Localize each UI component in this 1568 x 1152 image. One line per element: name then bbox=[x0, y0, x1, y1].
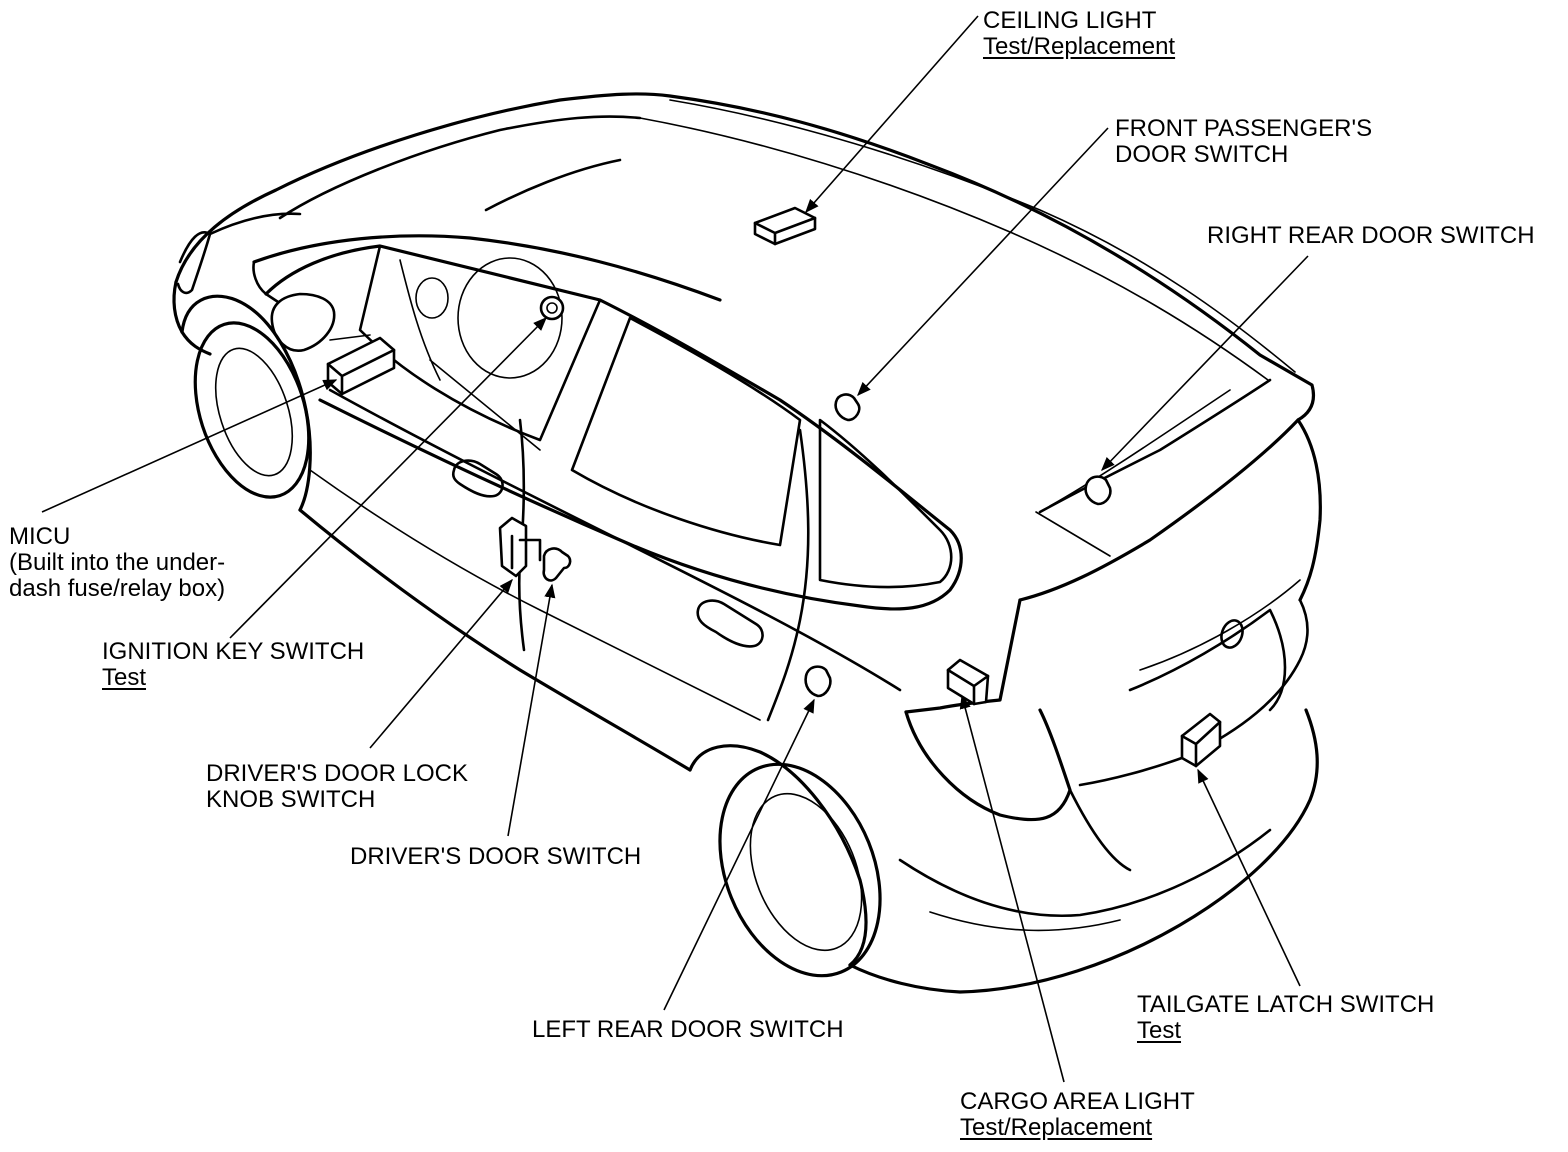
ceiling-light-test-replacement-link[interactable]: Test/Replacement bbox=[983, 33, 1176, 60]
cargo-area-light-label: CARGO AREA LIGHT bbox=[960, 1088, 1195, 1115]
ignition-key-switch-label: IGNITION KEY SWITCH bbox=[102, 638, 365, 665]
cargo-area-light-part bbox=[946, 658, 990, 706]
leader-front-passenger-door-switch bbox=[857, 127, 1109, 397]
leader-ceiling-light bbox=[805, 15, 979, 214]
tailgate-latch-switch-test-link[interactable]: Test bbox=[1137, 1017, 1182, 1044]
left-rear-door-switch-callout: LEFT REAR DOOR SWITCH bbox=[532, 1017, 844, 1043]
leader-right-rear-door-switch bbox=[1101, 255, 1309, 472]
leader-left-rear-door-switch bbox=[663, 698, 815, 1011]
front-passenger-door-switch-label-line1: FRONT PASSENGER'S bbox=[1115, 115, 1373, 142]
micu-fuse-relay-box-part bbox=[326, 336, 396, 396]
front-passenger-door-switch-callout: FRONT PASSENGER'S DOOR SWITCH bbox=[1115, 116, 1372, 168]
ignition-key-switch-callout: IGNITION KEY SWITCH Test bbox=[102, 639, 364, 691]
leader-tailgate-latch-switch bbox=[1197, 768, 1301, 987]
tailgate-latch-switch-callout: TAILGATE LATCH SWITCH Test bbox=[1137, 992, 1434, 1044]
car-body-outline bbox=[172, 92, 1322, 994]
drivers-door-lock-knob-switch-part bbox=[498, 516, 542, 578]
right-rear-door-switch-callout: RIGHT REAR DOOR SWITCH bbox=[1207, 223, 1535, 249]
leader-ignition-key-switch bbox=[229, 317, 547, 639]
leader-drivers-door-switch bbox=[507, 583, 556, 837]
leader-drivers-door-lock-knob-switch bbox=[369, 578, 513, 749]
right-rear-door-switch-part bbox=[1084, 475, 1112, 506]
left-rear-door-switch-part bbox=[804, 665, 832, 698]
micu-callout: MICU (Built into the under- dash fuse/re… bbox=[9, 524, 225, 602]
front-passenger-door-switch-part bbox=[834, 393, 861, 422]
leader-lines bbox=[41, 15, 1309, 1083]
left-rear-door-switch-label: LEFT REAR DOOR SWITCH bbox=[532, 1016, 844, 1043]
leader-cargo-area-light bbox=[959, 694, 1065, 1083]
micu-description-line2: dash fuse/relay box) bbox=[9, 575, 226, 602]
micu-label: MICU bbox=[9, 523, 71, 550]
drivers-door-switch-label: DRIVER'S DOOR SWITCH bbox=[350, 843, 642, 870]
right-rear-door-switch-label: RIGHT REAR DOOR SWITCH bbox=[1207, 222, 1535, 249]
tailgate-latch-switch-label: TAILGATE LATCH SWITCH bbox=[1137, 991, 1435, 1018]
leader-micu bbox=[41, 379, 338, 513]
front-passenger-door-switch-label-line2: DOOR SWITCH bbox=[1115, 141, 1289, 168]
cargo-area-light-test-replacement-link[interactable]: Test/Replacement bbox=[960, 1114, 1153, 1141]
cargo-area-light-callout: CARGO AREA LIGHT Test/Replacement bbox=[960, 1089, 1195, 1141]
ceiling-light-callout: CEILING LIGHT Test/Replacement bbox=[983, 8, 1175, 60]
ignition-key-switch-part bbox=[539, 295, 565, 321]
drivers-door-switch-callout: DRIVER'S DOOR SWITCH bbox=[350, 844, 641, 870]
ceiling-light-label: CEILING LIGHT bbox=[983, 7, 1157, 34]
micu-description-line1: (Built into the under- bbox=[9, 549, 226, 576]
ignition-key-switch-test-link[interactable]: Test bbox=[102, 664, 147, 691]
drivers-door-lock-knob-switch-label-line2: KNOB SWITCH bbox=[206, 786, 376, 813]
ceiling-light-part bbox=[753, 206, 817, 246]
drivers-door-lock-knob-switch-label-line1: DRIVER'S DOOR LOCK bbox=[206, 760, 468, 787]
drivers-door-lock-knob-switch-callout: DRIVER'S DOOR LOCK KNOB SWITCH bbox=[206, 761, 468, 813]
tailgate-latch-switch-part bbox=[1180, 712, 1222, 768]
drivers-door-switch-part bbox=[542, 547, 572, 582]
